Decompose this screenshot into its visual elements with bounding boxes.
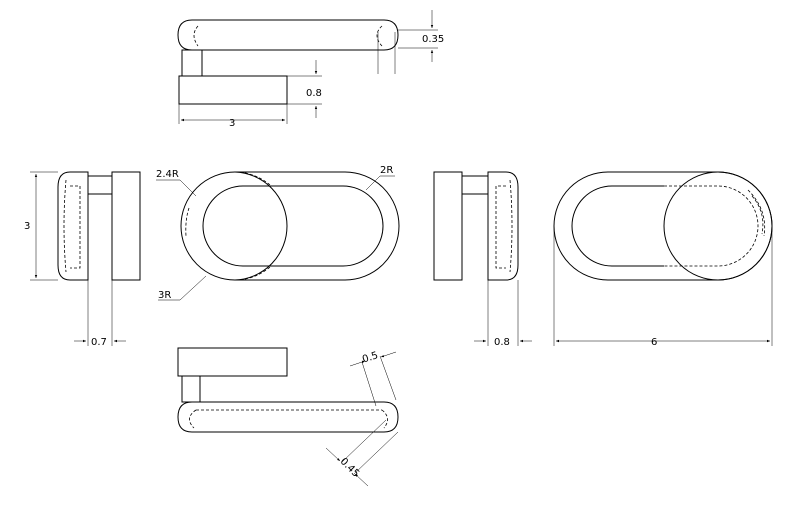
- left-side-view: 3 0.7: [24, 171, 141, 348]
- front-view-outer-slot: [180, 171, 400, 281]
- bottom-view-bar: [177, 401, 399, 433]
- bottom-dim-a-label: 0.5: [361, 350, 380, 365]
- front-view-inner-slot: [202, 185, 384, 267]
- left-view-post: [87, 175, 113, 195]
- top-width-label: 3: [229, 118, 235, 129]
- top-view-hidden-right: [376, 25, 383, 47]
- left-view-bar: [57, 171, 89, 281]
- outer-radius-label: 2.4R: [156, 169, 179, 180]
- top-height-label: 0.8: [306, 88, 322, 99]
- bottom-view: 0.5 0.45: [177, 347, 399, 487]
- back-view: 6: [553, 171, 773, 348]
- inner-radius-label: 2R: [380, 165, 393, 176]
- right-side-view: 0.8: [433, 171, 532, 348]
- back-view-outer-slot: [553, 171, 773, 281]
- top-view-hidden-left: [193, 25, 199, 47]
- back-view-inner-slot: [571, 185, 664, 267]
- left-view-base: [111, 171, 141, 281]
- right-view-bar: [487, 171, 519, 281]
- top-thickness-label: 0.35: [422, 34, 444, 45]
- front-view-circle: [234, 171, 288, 281]
- bottom-radius-label: 3R: [158, 290, 171, 301]
- left-height-label: 3: [24, 221, 30, 232]
- back-view-circle: [663, 171, 773, 281]
- top-view-post: [181, 49, 203, 77]
- top-view: 0.35 0.8 3: [177, 10, 444, 129]
- front-view: 2.4R 2R 3R: [156, 165, 400, 301]
- top-view-base: [178, 75, 288, 105]
- bottom-view-post: [181, 375, 201, 403]
- left-offset-label: 0.7: [91, 337, 107, 348]
- top-view-bar: [177, 19, 399, 51]
- right-view-base: [433, 171, 463, 281]
- right-width-label: 6: [651, 337, 657, 348]
- right-offset-label: 0.8: [494, 337, 510, 348]
- right-view-post: [461, 175, 489, 195]
- bottom-view-base: [177, 347, 288, 377]
